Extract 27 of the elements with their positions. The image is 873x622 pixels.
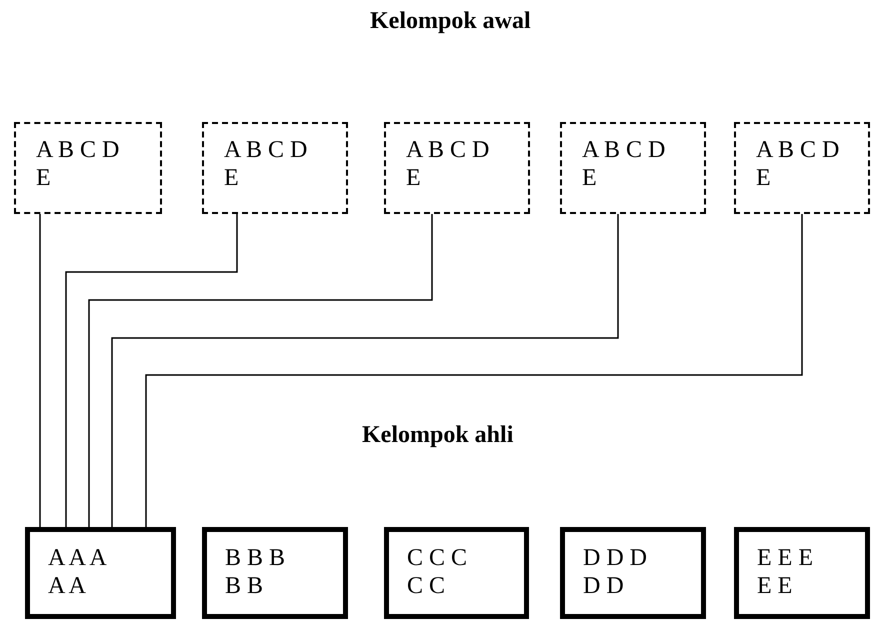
connector-line [39,214,41,527]
expert-group-box [202,527,348,619]
member-letters: B B B B B [225,544,286,600]
member-letters: C C C C C [407,544,468,600]
member-letters: A B C D E [36,136,120,192]
member-letters: A B C D E [406,136,490,192]
member-letters: A A A A A [48,544,107,600]
group-box [384,122,530,214]
group-box [14,122,162,214]
member-letters: A B C D E [224,136,308,192]
expert-group-box [734,527,870,619]
connector-line [65,214,238,527]
member-letters: E E E E E [757,544,814,600]
member-letters: A B C D E [756,136,840,192]
connector-line [145,214,803,527]
group-box [560,122,706,214]
member-letters: A B C D E [582,136,666,192]
group-box [202,122,348,214]
heading: Kelompok awal [370,8,531,35]
expert-group-box [384,527,529,619]
group-box [734,122,870,214]
expert-group-box [25,527,176,619]
heading: Kelompok ahli [362,422,514,449]
connector-line [111,214,619,527]
expert-group-box [560,527,706,619]
member-letters: D D D D D [583,544,648,600]
connector-line [88,214,433,527]
